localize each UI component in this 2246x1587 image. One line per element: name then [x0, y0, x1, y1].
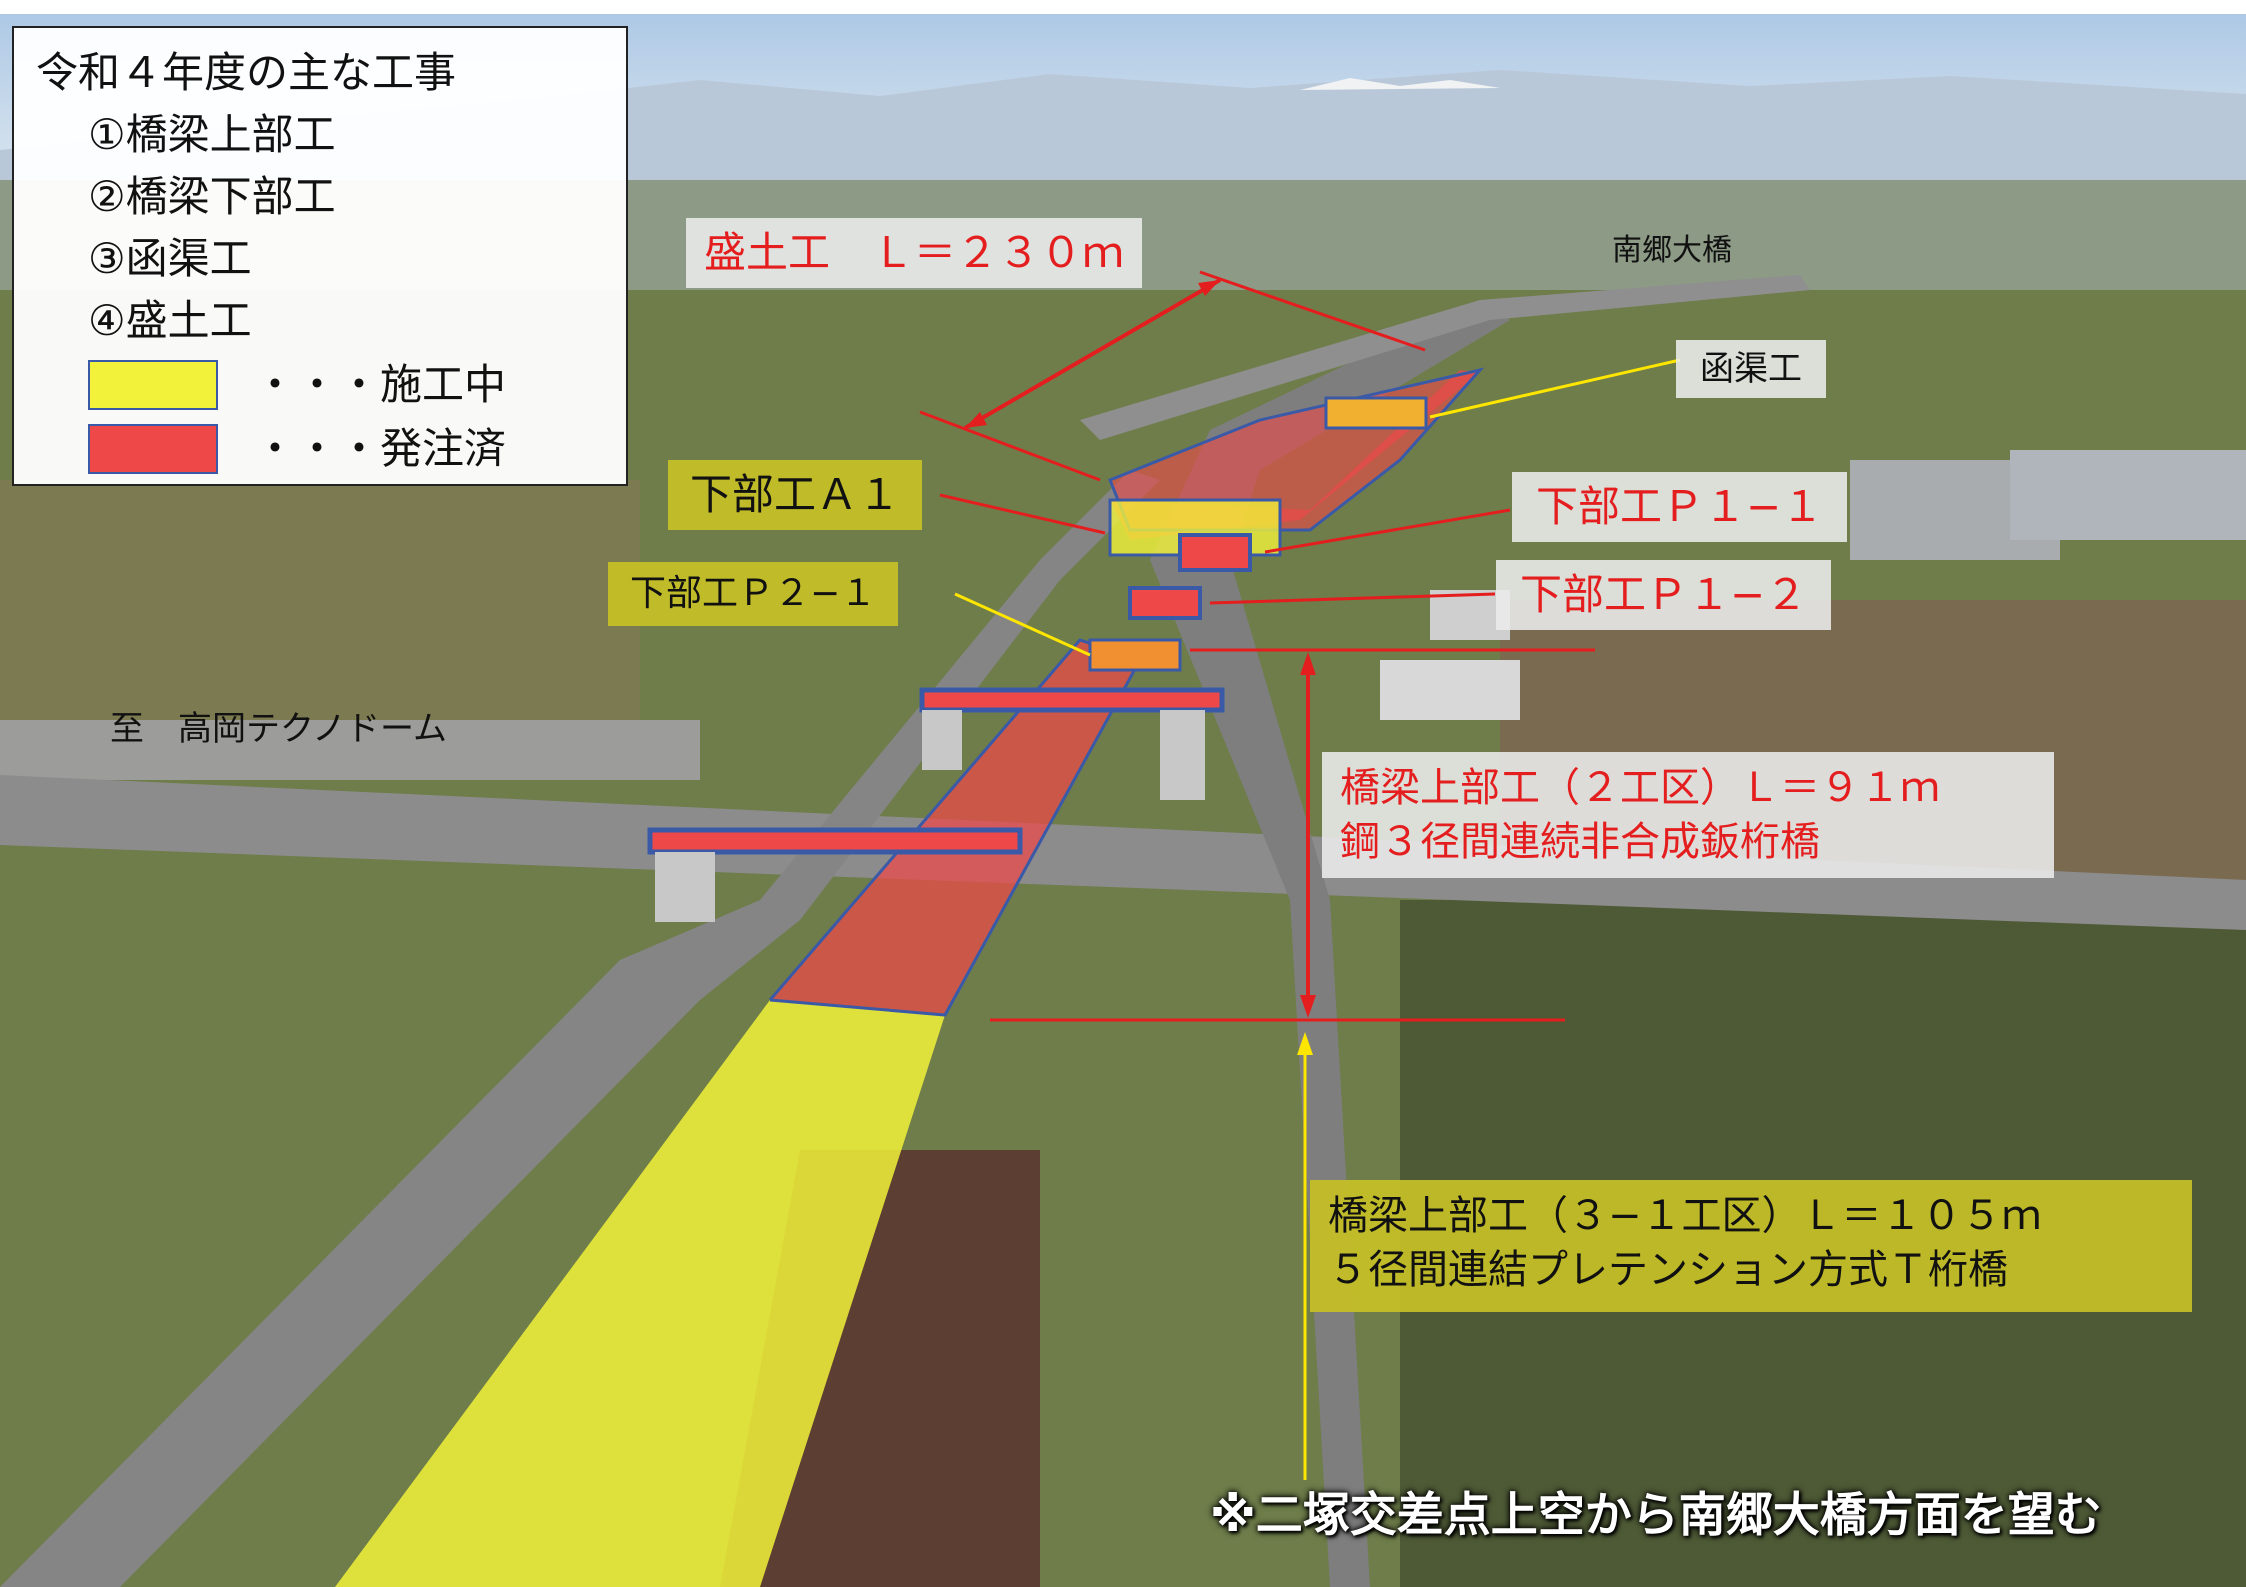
bridge-name-label: 南郷大橋	[1612, 233, 1732, 268]
substructure-p1-1-label: 下部工Ｐ１−１	[1512, 472, 1848, 542]
superstructure-3-label: 橋梁上部工（３−１工区）Ｌ＝１０５ｍ ５径間連結プレテンション方式Ｔ桁橋	[1310, 1180, 2192, 1312]
embankment-label: 盛土工 Ｌ＝２３０ｍ	[686, 218, 1143, 288]
culvert	[1324, 396, 1428, 430]
superstructure-2-line-2: 鋼３径間連続非合成鈑桁橋	[1340, 819, 1820, 865]
pier	[655, 852, 715, 922]
substructure-a1-label: 下部工Ａ１	[668, 460, 923, 530]
legend-item-1: ①橋梁上部工	[88, 110, 336, 159]
embankment-arrow	[963, 278, 1222, 430]
superstructure-3-line-1: 橋梁上部工（３−１工区）Ｌ＝１０５ｍ	[1328, 1193, 2042, 1239]
cross-road	[0, 775, 2246, 930]
culvert-label: 函渠工	[1676, 340, 1826, 398]
legend-item-3: ③函渠工	[88, 234, 252, 283]
legend-item-2: ②橋梁下部工	[88, 172, 336, 221]
superstructure-2-label: 橋梁上部工（２工区）Ｌ＝９１ｍ 鋼３径間連続非合成鈑桁橋	[1322, 752, 2054, 878]
legend-swatch-in-progress	[88, 360, 218, 410]
substructure-p1-2-label: 下部工Ｐ１−２	[1496, 560, 1832, 630]
superstructure-2-line-1: 橋梁上部工（２工区）Ｌ＝９１ｍ	[1340, 765, 1940, 811]
legend-in-progress: ・・・施工中	[254, 360, 507, 409]
legend-title: 令和４年度の主な工事	[36, 48, 457, 97]
photo-caption: ※二塚交差点上空から南郷大橋方面を望む	[1210, 1488, 2102, 1543]
pier-p1-2	[1128, 586, 1202, 620]
pier-cap	[647, 827, 1023, 855]
legend-swatch-ordered	[88, 424, 218, 474]
legend-item-4: ④盛土工	[88, 296, 252, 345]
substructure-p2-1-label: 下部工Ｐ２−１	[608, 562, 899, 626]
in-progress-girder	[335, 1000, 945, 1587]
legend-ordered: ・・・発注済	[254, 424, 507, 473]
legend-box: 令和４年度の主な工事 ①橋梁上部工 ②橋梁下部工 ③函渠工 ④盛土工 ・・・施工…	[12, 26, 628, 486]
superstructure-3-line-2: ５径間連結プレテンション方式Ｔ桁橋	[1328, 1247, 2008, 1293]
destination-label: 至 高岡テクノドーム	[110, 709, 447, 749]
pier-p1-1	[1178, 533, 1252, 572]
